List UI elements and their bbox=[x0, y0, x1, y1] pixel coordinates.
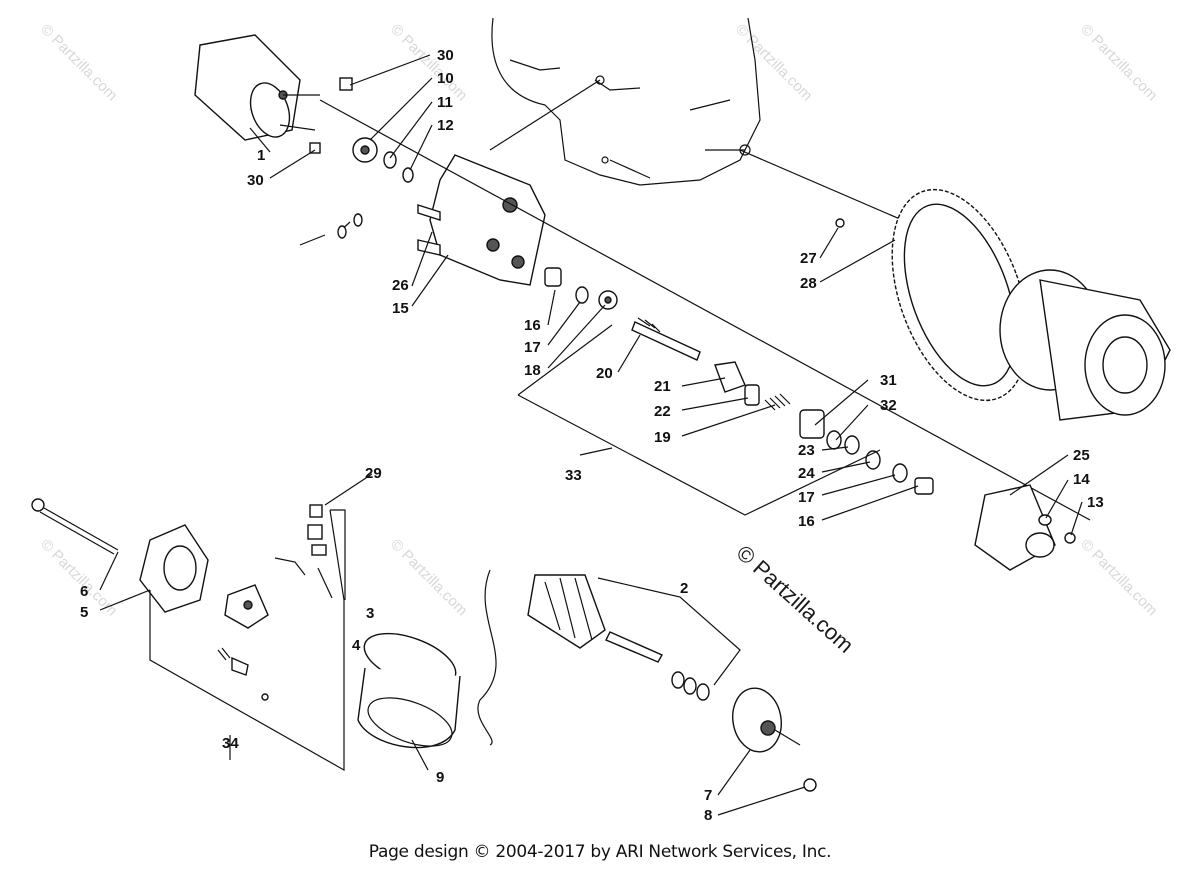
group-bracket-2 bbox=[597, 577, 741, 686]
callout-31: 31 bbox=[880, 372, 897, 389]
group-bracket-34 bbox=[149, 509, 345, 772]
clutch-drum bbox=[999, 269, 1171, 421]
watermark: © Partzilla.com bbox=[1077, 536, 1160, 619]
brush-springs bbox=[217, 647, 269, 701]
engine-block bbox=[491, 17, 761, 186]
page-footer-copyright: Page design © 2004-2017 by ARI Network S… bbox=[368, 842, 832, 862]
callout-30-bottom: 30 bbox=[247, 172, 264, 189]
field-yoke bbox=[357, 632, 461, 749]
pinion-gear-assembly bbox=[299, 77, 414, 246]
callout-15: 15 bbox=[392, 300, 409, 317]
callout-26: 26 bbox=[392, 277, 409, 294]
callout-12: 12 bbox=[437, 117, 454, 134]
starter-end-housing bbox=[974, 484, 1076, 571]
zigzag-divider bbox=[477, 569, 497, 746]
callout-16-lower: 16 bbox=[798, 513, 815, 530]
brush-holder bbox=[224, 504, 333, 629]
callout-24: 24 bbox=[798, 465, 815, 482]
mounting-bracket bbox=[417, 154, 546, 286]
callout-4: 4 bbox=[352, 637, 361, 654]
watermark: © Partzilla.com bbox=[387, 536, 470, 619]
callout-1: 1 bbox=[257, 147, 265, 164]
callout-14: 14 bbox=[1073, 471, 1090, 488]
drive-end-cover bbox=[732, 687, 817, 792]
watermark: © Partzilla.com bbox=[732, 21, 815, 104]
callout-29: 29 bbox=[365, 465, 382, 482]
assembly-axis bbox=[489, 79, 601, 151]
leader-lines bbox=[99, 54, 1083, 816]
end-frame bbox=[139, 524, 209, 613]
callout-22: 22 bbox=[654, 403, 671, 420]
callout-25: 25 bbox=[1073, 447, 1090, 464]
watermark-large: © Partzilla.com bbox=[732, 540, 859, 658]
armature bbox=[527, 574, 710, 701]
callout-30-top: 30 bbox=[437, 47, 454, 64]
callout-32: 32 bbox=[880, 397, 897, 414]
callouts: 30 10 11 12 1 30 26 15 16 17 18 20 21 22… bbox=[80, 47, 1104, 824]
watermark: © Partzilla.com bbox=[1077, 21, 1160, 104]
drive-clutch-parts bbox=[714, 361, 934, 495]
callout-9: 9 bbox=[436, 769, 444, 786]
callout-10: 10 bbox=[437, 70, 454, 87]
group-bracket-3 bbox=[330, 509, 346, 600]
callout-34: 34 bbox=[222, 735, 239, 752]
callout-19: 19 bbox=[654, 429, 671, 446]
watermark: © Partzilla.com bbox=[387, 21, 470, 104]
callout-27: 27 bbox=[800, 250, 817, 267]
ring-gear bbox=[835, 188, 1029, 402]
starter-motor bbox=[194, 34, 320, 141]
callout-3: 3 bbox=[366, 605, 374, 622]
callout-13: 13 bbox=[1087, 494, 1104, 511]
callout-18: 18 bbox=[524, 362, 541, 379]
callout-28: 28 bbox=[800, 275, 817, 292]
callout-16-upper: 16 bbox=[524, 317, 541, 334]
starter-bolt bbox=[31, 498, 119, 555]
assembly-axis bbox=[319, 99, 1091, 521]
callout-7: 7 bbox=[704, 787, 712, 804]
callout-17-upper: 17 bbox=[524, 339, 541, 356]
callout-21: 21 bbox=[654, 378, 671, 395]
callout-11: 11 bbox=[437, 94, 453, 111]
callout-8: 8 bbox=[704, 807, 712, 824]
callout-5: 5 bbox=[80, 604, 88, 621]
callout-23: 23 bbox=[798, 442, 815, 459]
callout-33: 33 bbox=[565, 467, 582, 484]
callout-20: 20 bbox=[596, 365, 613, 382]
watermark: © Partzilla.com bbox=[37, 21, 120, 104]
callout-6: 6 bbox=[80, 583, 88, 600]
callout-2: 2 bbox=[680, 580, 688, 597]
group-bracket-33 bbox=[517, 324, 881, 516]
callout-17-lower: 17 bbox=[798, 489, 815, 506]
drive-washers bbox=[544, 267, 618, 310]
drive-shaft bbox=[631, 317, 701, 361]
